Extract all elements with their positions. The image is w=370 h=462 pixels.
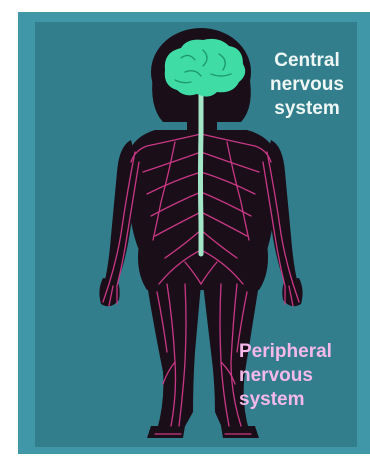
central-label-line-2: nervous [259, 73, 355, 97]
central-label-line-3: system [259, 97, 355, 121]
diagram-panel: Central nervous system Peripheral nervou… [35, 22, 357, 447]
image-frame: Central nervous system Peripheral nervou… [18, 12, 370, 454]
peripheral-label-line-1: Peripheral [239, 340, 332, 364]
central-label-line-1: Central [259, 49, 355, 73]
peripheral-label-line-2: nervous [239, 364, 332, 388]
spinal-cord [201, 94, 202, 254]
peripheral-nervous-system-label: Peripheral nervous system [239, 340, 332, 412]
peripheral-label-line-3: system [239, 388, 332, 412]
central-nervous-system-label: Central nervous system [259, 49, 355, 121]
